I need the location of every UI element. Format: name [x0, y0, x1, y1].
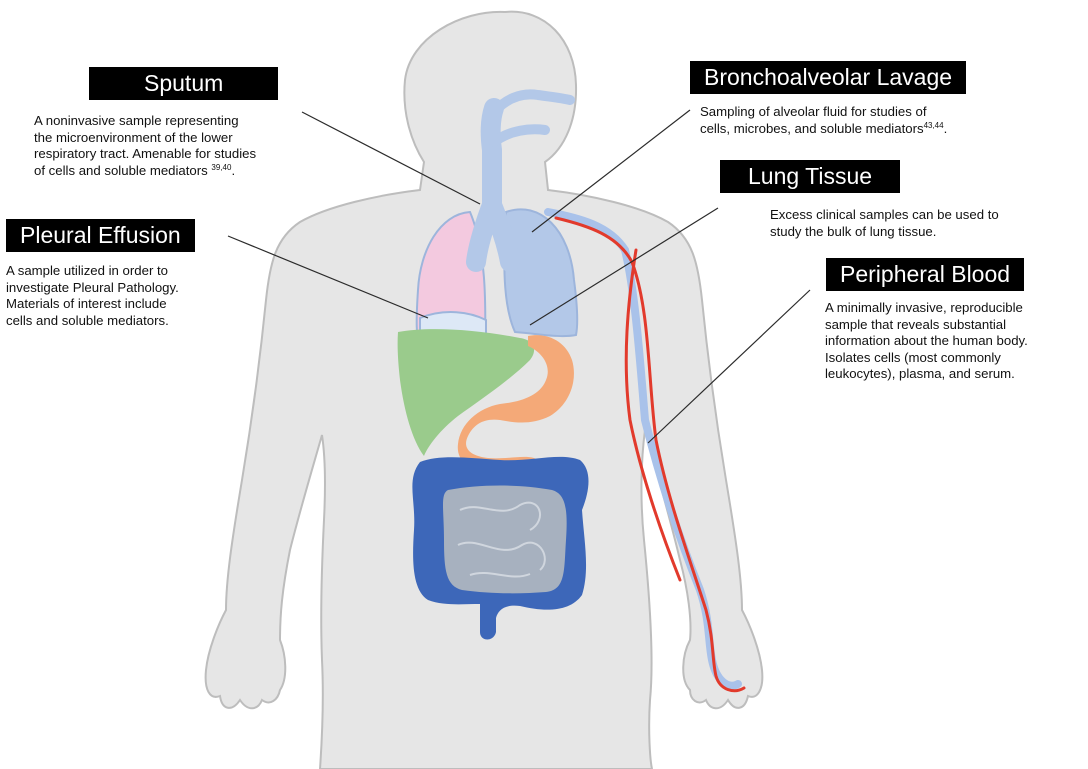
- sputum-line: of cells and soluble mediators 39,40.: [34, 163, 256, 180]
- blood-line: A minimally invasive, reproducible: [825, 300, 1028, 317]
- sputum-line-text: of cells and soluble mediators: [34, 163, 211, 178]
- bal-line: cells, microbes, and soluble mediators43…: [700, 121, 947, 138]
- bal-label: Bronchoalveolar Lavage: [690, 61, 966, 94]
- sputum-label: Sputum: [89, 67, 278, 100]
- bal-line: Sampling of alveolar fluid for studies o…: [700, 104, 947, 121]
- bal-refs: 43,44: [924, 121, 944, 130]
- lung-tissue-description: Excess clinical samples can be used to s…: [770, 207, 999, 240]
- sputum-title: Sputum: [103, 70, 264, 96]
- blood-line: information about the human body.: [825, 333, 1028, 350]
- sputum-refs: 39,40: [211, 163, 231, 172]
- pleural-effusion-title: Pleural Effusion: [20, 222, 181, 248]
- bal-line-text: cells, microbes, and soluble mediators: [700, 121, 924, 136]
- peripheral-blood-title: Peripheral Blood: [840, 261, 1010, 287]
- pleural-line: Materials of interest include: [6, 296, 179, 313]
- blood-line: Isolates cells (most commonly: [825, 350, 1028, 367]
- sputum-description: A noninvasive sample representing the mi…: [34, 113, 256, 179]
- sputum-line: respiratory tract. Amenable for studies: [34, 146, 256, 163]
- pleural-line: investigate Pleural Pathology.: [6, 280, 179, 297]
- sputum-line-end: .: [231, 163, 235, 178]
- lung-tissue-line: Excess clinical samples can be used to: [770, 207, 999, 224]
- pleural-line: A sample utilized in order to: [6, 263, 179, 280]
- pleural-effusion-label: Pleural Effusion: [6, 219, 195, 252]
- lung-tissue-label: Lung Tissue: [720, 160, 900, 193]
- pleural-line: cells and soluble mediators.: [6, 313, 179, 330]
- peripheral-blood-description: A minimally invasive, reproducible sampl…: [825, 300, 1028, 383]
- blood-line: sample that reveals substantial: [825, 317, 1028, 334]
- bal-line-end: .: [944, 121, 948, 136]
- lung-tissue-title: Lung Tissue: [734, 163, 886, 189]
- pleural-effusion-description: A sample utilized in order to investigat…: [6, 263, 179, 329]
- sputum-line: A noninvasive sample representing: [34, 113, 256, 130]
- blood-line: leukocytes), plasma, and serum.: [825, 366, 1028, 383]
- lung-tissue-line: study the bulk of lung tissue.: [770, 224, 999, 241]
- sputum-line: the microenvironment of the lower: [34, 130, 256, 147]
- bal-description: Sampling of alveolar fluid for studies o…: [700, 104, 947, 137]
- peripheral-blood-label: Peripheral Blood: [826, 258, 1024, 291]
- bal-title: Bronchoalveolar Lavage: [704, 64, 952, 90]
- small-intestine: [443, 486, 567, 594]
